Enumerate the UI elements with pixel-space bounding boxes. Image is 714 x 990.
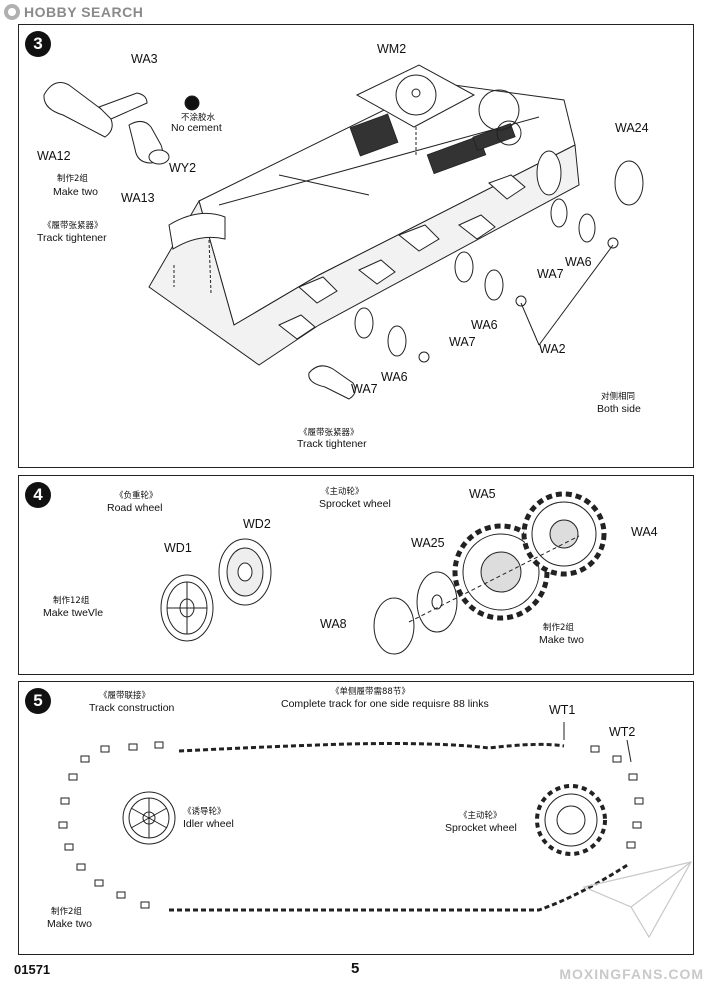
idler-wheel-text: Idler wheel [183,818,234,830]
wheels-drawing [160,491,607,655]
step-4-panel: 4 [18,475,694,675]
sprocket-wheel [535,784,607,856]
idler-wheel-cn: 《诱导轮》 [183,807,226,817]
complete-track-text: Complete track for one side requisre 88 … [281,698,489,710]
track-tightener-text: Track tightener [37,232,107,244]
make-two-cn: 制作2组 [543,623,574,633]
part-wa25-label: WA25 [411,536,445,550]
part-wa7-label: WA7 [449,335,476,349]
road-wheel-wd1 [160,574,214,642]
part-wa6-label: WA6 [565,255,592,269]
wm2-plate [355,64,476,128]
both-side-text: Both side [597,403,641,415]
part-wa6-label: WA6 [381,370,408,384]
make-two-text: Make two [47,918,92,930]
no-cement-text: No cement [171,122,222,134]
step-number: 3 [25,31,51,57]
make-twelve-cn: 制作12组 [53,596,90,606]
part-wa7-label: WA7 [537,267,564,281]
watermark-text: HOBBY SEARCH [24,4,144,20]
part-wt2-label: WT2 [609,725,636,739]
both-side-cn: 对侧相同 [601,392,636,402]
rear-hatch [478,89,520,131]
kit-code: 01571 [14,962,51,977]
cover-wa8 [373,597,415,655]
track-lower-run [169,862,630,912]
sprocket-wa5 [452,523,550,621]
hull-side [148,144,580,366]
sprocket-text: Sprocket wheel [319,498,391,510]
track-tightener-text: Track tightener [297,438,367,450]
make-two-text: Make two [539,634,584,646]
wa24-idler [614,160,644,206]
track-drawing [58,722,693,939]
part-wd1-label: WD1 [164,541,192,555]
part-wa13-label: WA13 [121,191,155,205]
hobby-search-logo-icon [4,4,20,20]
part-wa4-label: WA4 [631,525,658,539]
make-two-cn: 制作2组 [57,174,88,184]
track-tightener-cn: 《履带张紧器》 [43,221,103,231]
step-5-panel: 5 [18,681,694,955]
sprocket-cn: 《主动轮》 [321,487,364,497]
road-wheel-row-mid [454,251,527,307]
track-construction-text: Track construction [89,702,175,714]
sprocket-wheel-cn: 《主动轮》 [459,811,502,821]
suspension-arms [278,174,526,340]
loose-track-links [58,741,644,909]
part-wa8-label: WA8 [320,617,347,631]
make-twelve-text: Make tweVle [43,607,104,619]
road-wheel-wd2 [218,538,272,606]
page-number: 5 [351,960,360,977]
part-wa6-label: WA6 [471,318,498,332]
sprocket-wa4 [521,491,607,577]
sprocket-wheel-text: Sprocket wheel [445,822,517,834]
track-upper-run [178,742,565,753]
make-two-cn: 制作2组 [51,907,82,917]
part-wa2-label: WA2 [539,342,566,356]
no-cement-cn: 不涂胶水 [181,113,216,123]
part-wa3-label: WA3 [131,52,158,66]
part-wt1-label: WT1 [549,703,576,717]
track-construction-cn: 《履带联接》 [99,691,151,701]
part-wy2-label: WY2 [169,161,197,175]
hull-assembly-drawing [43,64,644,400]
wy2-part [168,212,226,250]
part-wa7-label: WA7 [351,382,378,396]
make-two-text: Make two [53,186,98,198]
step-3-panel: 3 [18,24,694,468]
paper-plane-watermark [582,861,693,939]
road-wheel-row-front [354,307,430,363]
road-wheel-text: Road wheel [107,502,163,514]
track-tightener-cn: 《履带张紧器》 [299,428,359,438]
step-number: 5 [25,688,51,714]
engine-grilles [349,113,516,175]
idler-wheel [122,791,176,845]
track-tightener-parts [43,82,170,165]
complete-track-cn: 《单侧履带需88节》 [331,687,410,697]
part-wa5-label: WA5 [469,487,496,501]
step-number: 4 [25,482,51,508]
road-wheel-row-rear [550,198,619,249]
part-wa24-label: WA24 [615,121,649,135]
part-wm2-label: WM2 [377,42,407,56]
road-wheel-cn: 《负重轮》 [115,491,158,501]
hobby-search-watermark: HOBBY SEARCH [4,4,143,20]
part-wd2-label: WD2 [243,517,271,531]
no-cement-icon [184,95,200,111]
part-wa12-label: WA12 [37,149,71,163]
moxingfans-watermark: MOXINGFANS.COM [559,966,704,982]
